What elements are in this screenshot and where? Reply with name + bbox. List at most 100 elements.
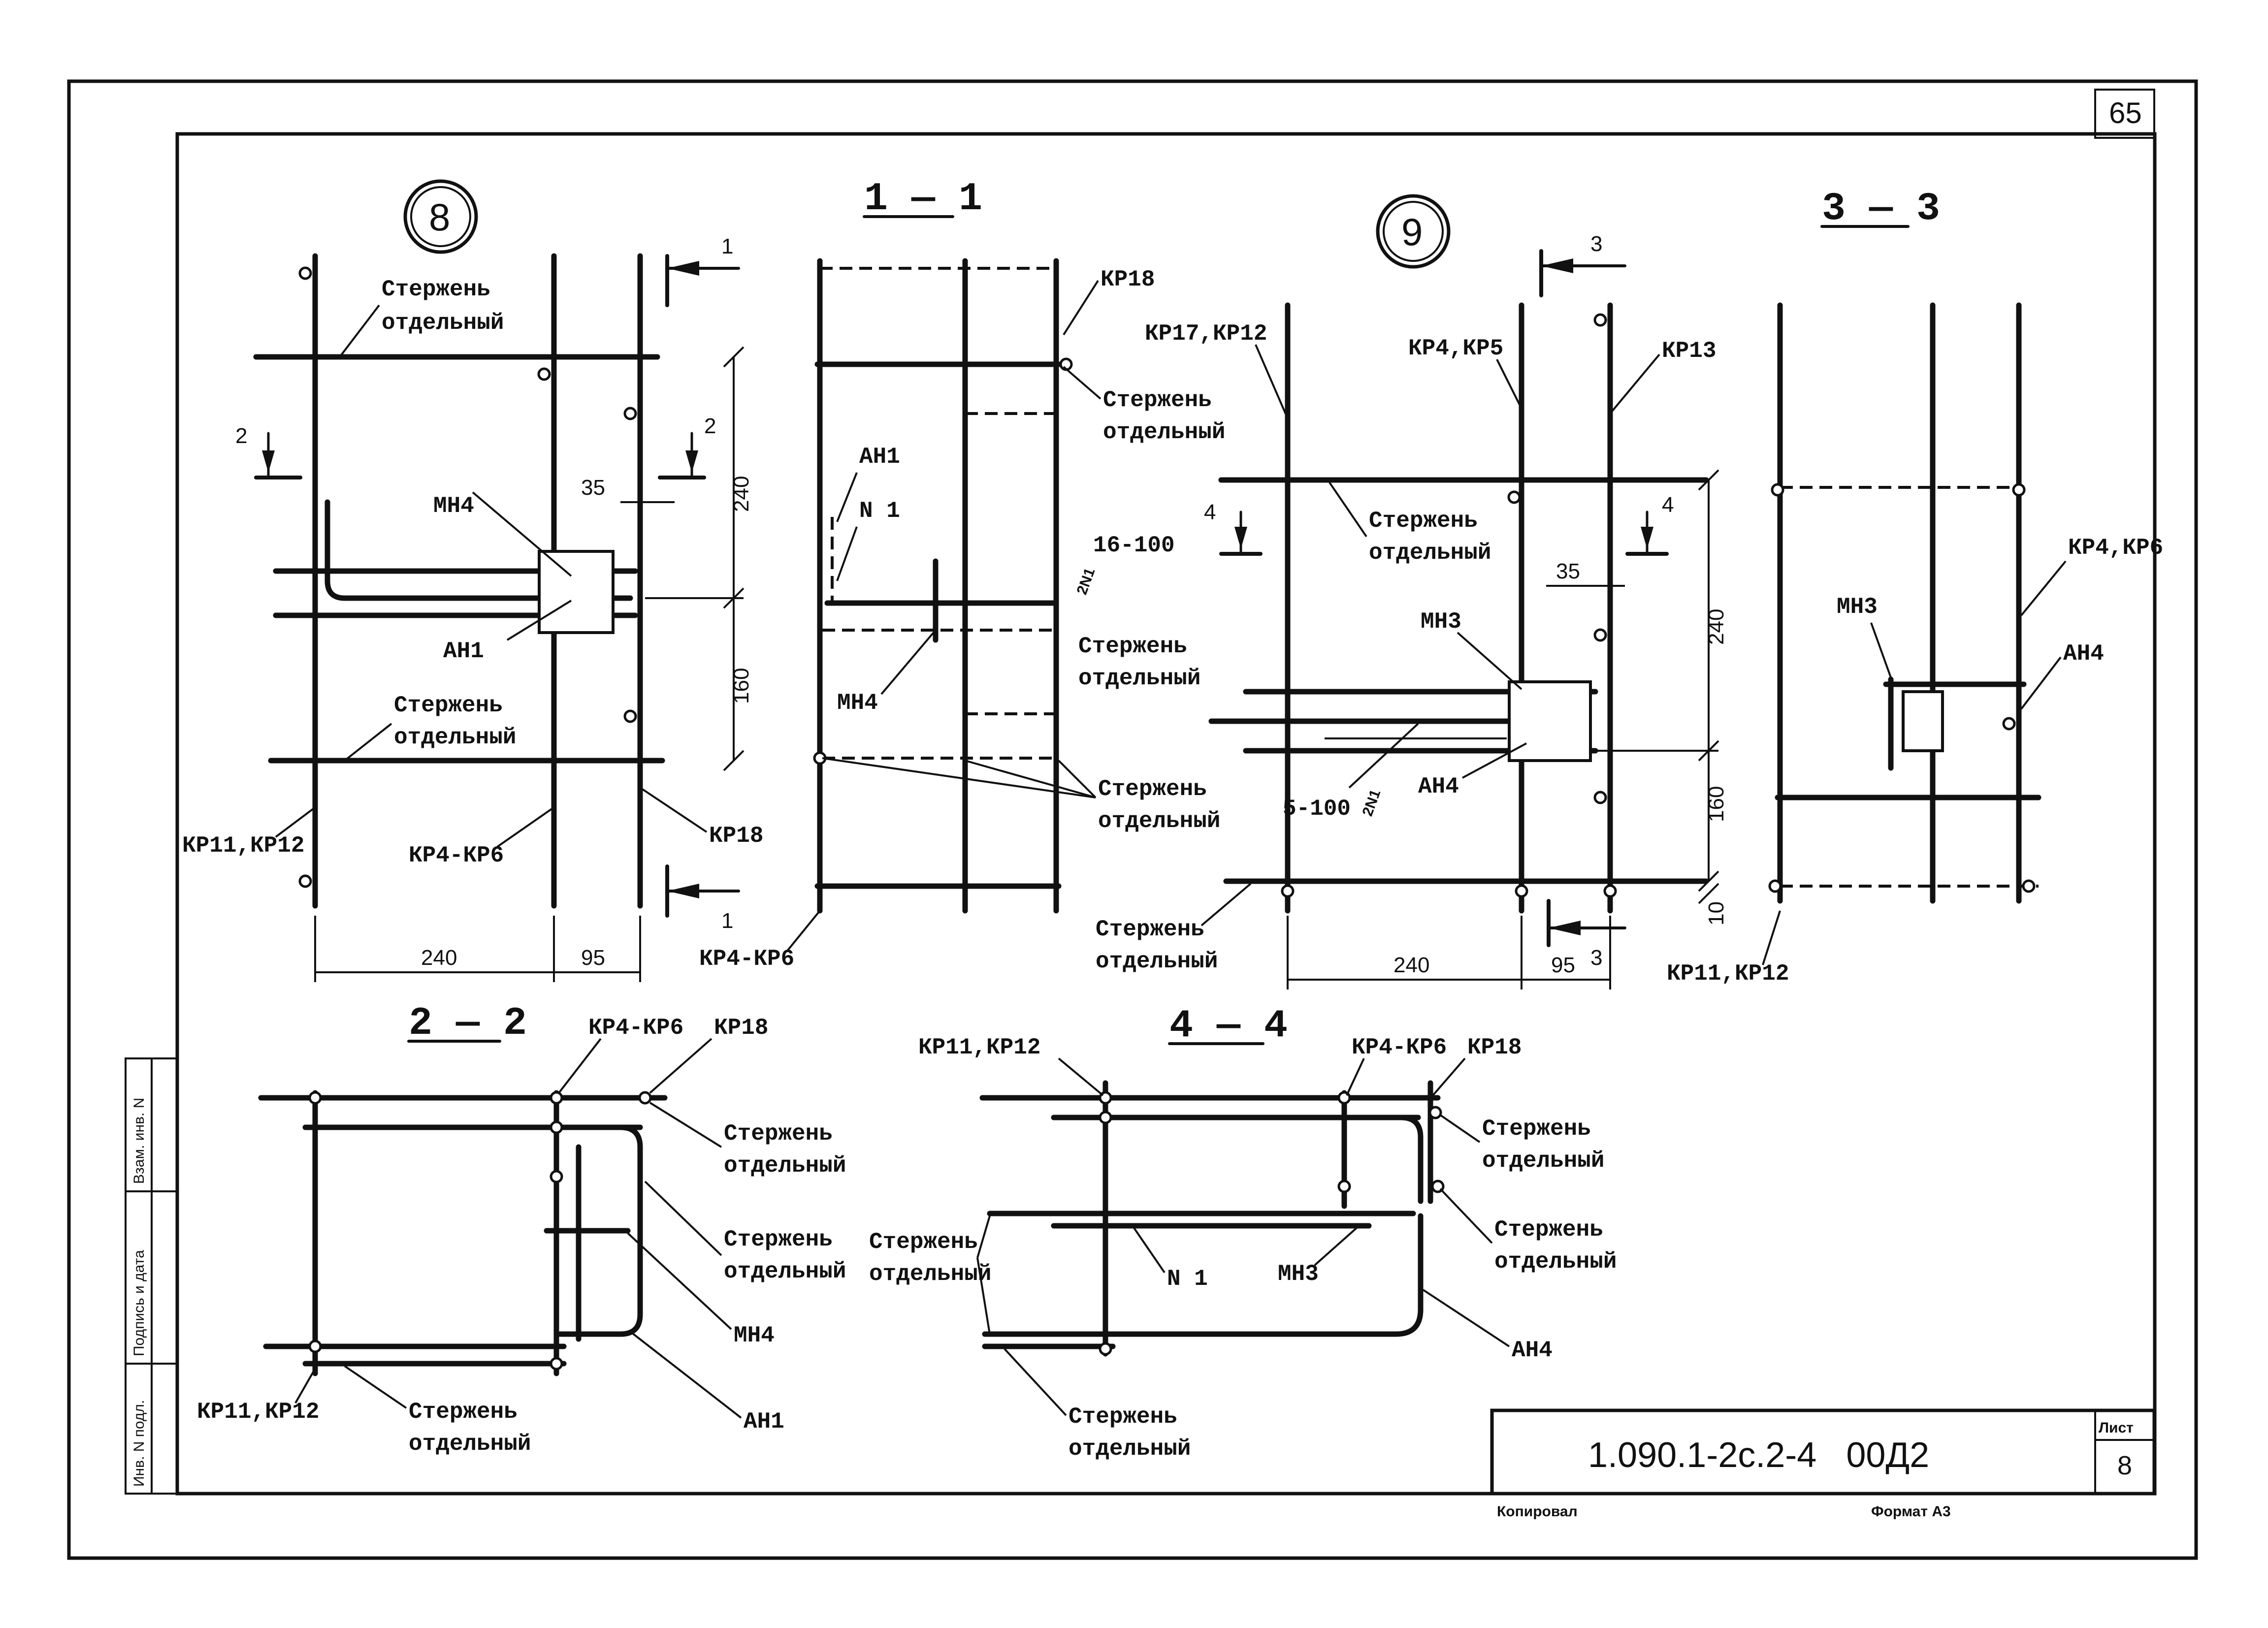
node-mark-9: 9 xyxy=(1401,210,1423,254)
cut-2-right-label: 2 xyxy=(704,414,716,438)
cut-2-left-label: 2 xyxy=(235,424,247,448)
side-stamp: Взам. инв. N Подпись и дата Инв. N подл. xyxy=(125,1057,178,1495)
label-8-kr4-kr6: КР4-КР6 xyxy=(409,843,504,868)
label-9-an4: АН4 xyxy=(1418,774,1459,799)
label-1-1-rod-b-1: Стержень xyxy=(1078,634,1187,659)
label-1-1-rod-c-2: отдельный xyxy=(1098,808,1220,834)
label-3-3-mn3: МН3 xyxy=(1837,594,1878,620)
label-2-2-rod-a-1: Стержень xyxy=(724,1121,833,1147)
label-4-4-rod-b-1: Стержень xyxy=(1494,1217,1603,1243)
label-9-rod-bottom-1: Стержень xyxy=(1096,917,1204,942)
label-4-4-rod-left-2: отдельный xyxy=(869,1261,991,1287)
label-1-1-rod-a-1: Стержень xyxy=(1103,387,1212,413)
list-number: 8 xyxy=(2117,1451,2132,1480)
label-1-1-2n1: 2N1 xyxy=(1074,566,1099,597)
label-4-4-rod-left-1: Стержень xyxy=(869,1229,978,1255)
label-1-1-step: 16-100 xyxy=(1093,533,1175,558)
dim-9-240-vertical: 240 xyxy=(1704,609,1728,645)
label-2-2-kr18: КР18 xyxy=(714,1015,768,1041)
label-4-4-rod-bottom-2: отдельный xyxy=(1069,1436,1191,1462)
label-4-4-rod-bottom-1: Стержень xyxy=(1069,1404,1177,1430)
cut-4-right-label: 4 xyxy=(1662,493,1674,517)
label-4-4-rod-b-2: отдельный xyxy=(1494,1249,1617,1275)
view-section-3-3: 3 — 3 КР4,КР6 МН3 АН4 КР11,КР12 xyxy=(1667,187,2163,987)
label-1-1-rod-c-1: Стержень xyxy=(1098,776,1207,802)
label-8-rod-top-1: Стержень xyxy=(382,277,490,302)
stamp-replace-inv: Взам. инв. N xyxy=(131,1098,147,1184)
dim-9-160-vertical: 160 xyxy=(1704,786,1728,822)
label-4-4-rod-a-2: отдельный xyxy=(1482,1148,1604,1174)
label-1-1-mn4: МН4 xyxy=(837,690,878,716)
stamp-inv-original: Инв. N подл. xyxy=(131,1400,147,1487)
page-number: 65 xyxy=(2109,96,2142,129)
label-2-2-mn4: МН4 xyxy=(734,1323,775,1348)
label-9-2n1: 2N1 xyxy=(1360,787,1384,818)
label-8-kr18: КР18 xyxy=(709,823,763,849)
label-8-rod-mid-1: Стержень xyxy=(394,693,503,718)
view-node-9: 9 3 3 4 4 xyxy=(1096,194,1728,990)
label-8-rod-mid-2: отдельный xyxy=(394,725,516,750)
label-2-2-kr11-kr12: КР11,КР12 xyxy=(197,1399,319,1425)
section-2-2-title: 2 — 2 xyxy=(409,1001,527,1046)
view-section-2-2: 2 — 2 КР4-КР6 КР18 Стержень отдельный Ст… xyxy=(197,1001,846,1457)
label-1-1-an1: АН1 xyxy=(859,444,900,470)
label-1-1-rod-b-2: отдельный xyxy=(1078,666,1200,691)
label-8-kr11-kr12: КР11,КР12 xyxy=(182,833,304,859)
dim-9-240-horizontal: 240 xyxy=(1393,953,1429,977)
label-9-step: 5-100 xyxy=(1283,796,1351,822)
dim-9-10-vertical: 10 xyxy=(1704,901,1728,926)
cut-3-bottom-label: 3 xyxy=(1590,946,1602,970)
cut-3-top-label: 3 xyxy=(1590,232,1602,256)
sheet-frame: 65 xyxy=(67,79,2198,1560)
format-label: Формат А3 xyxy=(1871,1503,1951,1520)
label-8-an1: АН1 xyxy=(443,638,484,664)
label-4-4-kr4-kr6: КР4-КР6 xyxy=(1352,1035,1447,1060)
dim-9-35: 35 xyxy=(1556,559,1580,583)
dim-9-95-horizontal: 95 xyxy=(1551,953,1575,977)
label-4-4-kr18: КР18 xyxy=(1467,1035,1522,1060)
view-section-1-1: 1 — 1 КР18 Стержень отдельный АН1 N 1 16… xyxy=(699,177,1225,972)
dim-8-35: 35 xyxy=(581,476,605,500)
label-4-4-an4: АН4 xyxy=(1512,1338,1553,1363)
dim-8-240-horizontal: 240 xyxy=(421,946,457,970)
label-9-kr13: КР13 xyxy=(1662,338,1716,364)
label-9-mn3: МН3 xyxy=(1421,609,1461,635)
list-label: Лист xyxy=(2099,1420,2134,1436)
label-2-2-rod-c-2: отдельный xyxy=(409,1431,531,1457)
section-3-3-title: 3 — 3 xyxy=(1822,187,1940,231)
title-block: Лист 8 1.090.1-2с.2-4 00Д2 Копировал Фор… xyxy=(1490,1408,2156,1520)
label-2-2-an1: АН1 xyxy=(744,1409,784,1435)
copied-label: Копировал xyxy=(1497,1503,1578,1520)
label-1-1-n1: N 1 xyxy=(859,498,900,524)
section-4-4-title: 4 — 4 xyxy=(1169,1004,1288,1049)
node-mark-9-circle xyxy=(1376,194,1451,269)
cut-1-bottom-label: 1 xyxy=(721,909,733,933)
label-1-1-kr18: КР18 xyxy=(1101,267,1155,292)
label-3-3-kr11-kr12: КР11,КР12 xyxy=(1667,961,1789,987)
label-9-kr4-kr5: КР4,КР5 xyxy=(1408,336,1503,361)
label-4-4-mn3: МН3 xyxy=(1278,1261,1319,1287)
label-9-rod-top-1: Стержень xyxy=(1369,508,1478,534)
label-2-2-rod-b-1: Стержень xyxy=(724,1227,833,1252)
label-9-rod-top-2: отдельный xyxy=(1369,540,1491,566)
label-3-3-kr4-kr6: КР4,КР6 xyxy=(2068,535,2163,561)
cut-1-top-label: 1 xyxy=(721,234,733,258)
label-8-mn4: МН4 xyxy=(433,493,474,519)
node-mark-8-circle xyxy=(403,179,478,254)
label-2-2-kr4-kr6: КР4-КР6 xyxy=(588,1015,683,1041)
stamp-signature-date: Подпись и дата xyxy=(131,1250,147,1356)
node-mark-8: 8 xyxy=(429,195,450,239)
label-2-2-rod-a-2: отдельный xyxy=(724,1153,846,1179)
label-1-1-kr4-kr6: КР4-КР6 xyxy=(699,946,794,972)
dim-8-160-vertical: 160 xyxy=(729,668,753,704)
label-9-rod-bottom-2: отдельный xyxy=(1096,949,1218,974)
label-3-3-an4: АН4 xyxy=(2063,641,2104,667)
label-4-4-n1: N 1 xyxy=(1167,1266,1208,1292)
view-section-4-4: 4 — 4 КР11,КР12 КР4-КР6 КР18 Стержень от… xyxy=(869,1004,1617,1462)
dim-8-240-vertical: 240 xyxy=(729,476,753,512)
label-2-2-rod-c-1: Стержень xyxy=(409,1399,518,1425)
document-code: 1.090.1-2с.2-4 00Д2 xyxy=(1588,1436,1929,1475)
dim-8-95-horizontal: 95 xyxy=(581,946,605,970)
section-1-1-title: 1 — 1 xyxy=(864,177,982,222)
